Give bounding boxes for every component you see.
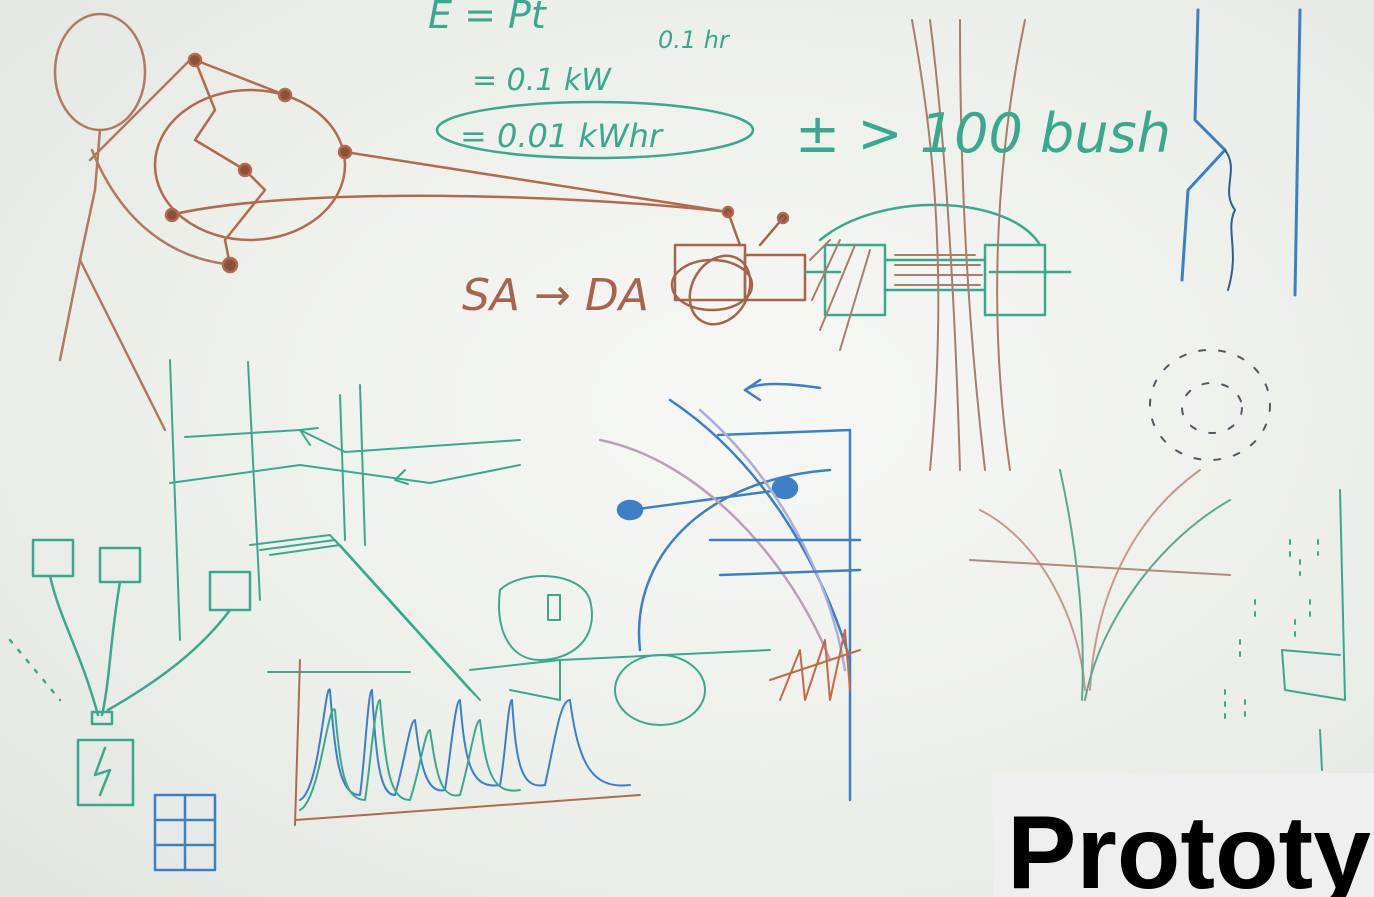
- result-oval: [435, 100, 755, 160]
- grid-sketch: [153, 793, 217, 872]
- device-box: [670, 210, 807, 326]
- loop-diagram: [153, 52, 790, 274]
- equation-line2: = 0.1 kW: [472, 63, 612, 98]
- dashed-rings: [1149, 349, 1271, 461]
- flow-label: SA → DA: [462, 270, 649, 321]
- face-sketch: [469, 575, 771, 726]
- equation-line1: E = Pt: [428, 0, 548, 37]
- equation-result: = 0.01 kWhr: [460, 117, 664, 155]
- right-bracket: [1224, 489, 1346, 771]
- caption-card: Prototy: [993, 773, 1374, 897]
- brown-scribble: [769, 629, 861, 701]
- blue-arcs: [598, 378, 862, 802]
- clamp-assembly: [803, 203, 1072, 317]
- network-sketch: [8, 538, 252, 807]
- fan-lines: [969, 469, 1231, 701]
- peaks-sketch: [267, 659, 641, 826]
- refraction-sketch: [169, 359, 521, 641]
- handwriting: E = Pt = 0.1 kW 0.1 hr = 0.01 kWhr ± > 1…: [428, 0, 1171, 321]
- diagonal-band: [249, 534, 481, 701]
- caption-title: Prototy: [1007, 795, 1371, 897]
- equation-time: 0.1 hr: [658, 26, 731, 54]
- vertical-field-lines: [809, 19, 1026, 471]
- blue-zigzag: [1180, 8, 1302, 297]
- stick-figure: [53, 12, 237, 432]
- comparison-text: ± > 100 bush: [795, 102, 1171, 165]
